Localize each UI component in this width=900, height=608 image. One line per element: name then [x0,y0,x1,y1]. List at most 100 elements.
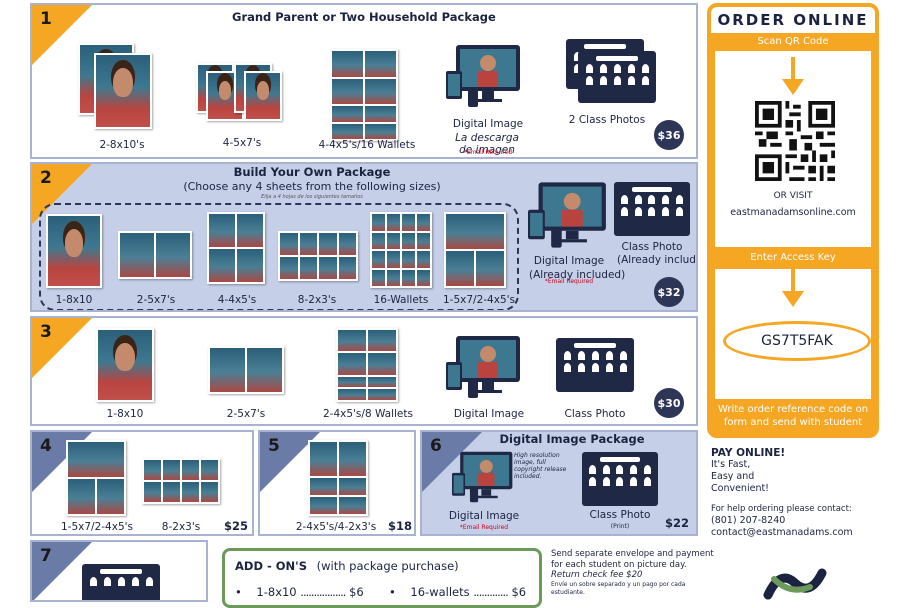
payment-note-line: Send separate envelope and payment [551,549,714,559]
access-key-section: GS7T5FAK [715,269,871,399]
price-badge: $30 [654,388,684,418]
package-5: 5 2-4x5's/4-2x3's $18 [258,430,416,536]
package-number: 5 [268,436,280,456]
item-label: 8-2x3's [297,294,337,306]
pay-online-title: PAY ONLINE! [711,447,786,459]
class-photo-label: Class Photo [621,241,683,253]
or-visit-label: OR VISIT [773,191,813,201]
order-footer-note: Write order reference code on form and s… [717,404,869,428]
addon-price: $6 [511,585,527,599]
order-online-title: ORDER ONLINE [711,7,875,33]
package-number: 1 [40,9,52,29]
payment-note-spanish: Envíe un sobre separado y un pago por ca… [551,580,686,588]
digital-image-note: (Already included) [529,269,626,281]
help-label: For help ordering please contact: [711,504,852,514]
photo-wallet-sheet [336,328,398,402]
item-label: 2 Class Photos [568,114,646,126]
photo-wallets-sheet [370,212,432,288]
package-title: Digital Image Package [499,432,645,446]
photo-combo-sheet [444,212,506,288]
price-label: $18 [388,519,413,533]
photo-5x7-d [244,71,282,121]
addons-title: ADD - ON'S [235,559,307,573]
digital-package-note: High resolution image, full copyright re… [514,452,567,480]
package-subtitle: (Choose any 4 sheets from the following … [183,180,441,193]
help-phone[interactable]: (801) 207-8240 [711,515,786,526]
photo-combo-sheet [66,440,126,516]
class-photo-icon [614,182,690,236]
arrow-down-icon [782,269,804,307]
order-url-link[interactable]: eastmanadamsonline.com [730,207,856,218]
company-logo-icon [763,568,827,600]
package-number: 6 [430,436,442,456]
pay-online-section: PAY ONLINE! It's Fast, Easy and Convenie… [711,447,853,539]
access-key-value[interactable]: GS7T5FAK [723,321,871,361]
digital-image-icon [446,336,520,398]
photo-4x5-sheet [207,212,265,284]
photo-2x3-sheet [278,231,358,281]
package-title: Grand Parent or Two Household Package [232,10,496,24]
size-options-group [39,203,519,310]
package-number: 4 [40,436,52,456]
class-photo-label: Class Photo [589,509,651,521]
package-2: 2 Build Your Own Package (Choose any 4 s… [30,162,698,312]
email-required-note: *Email Required [459,524,509,531]
qr-code[interactable] [755,101,835,181]
email-required-note: *Email Required [544,278,594,285]
return-check-fee: Return check fee $20 [551,570,643,580]
digital-image-icon [446,45,520,107]
photo-wallet-sheet [330,49,398,141]
item-label: 1-8x10 [55,294,93,306]
price-label: $25 [224,519,249,533]
payment-note-spanish: estudiante. [551,588,585,596]
package-6: 6 Digital Image Package High resolution … [420,430,698,536]
item-label: 2-4x5's/4-2x3's [295,521,377,533]
package-title: Build Your Own Package [233,165,391,179]
email-required-note: *Email Required [463,149,513,156]
package-3: 3 1-8x10 2-5x7's 2-4x5's/8 Wallets Digit… [30,316,698,426]
item-label: 2-5x7's [226,408,266,420]
package-number-badge: 1 [32,5,92,65]
package-4: 4 1-5x7/2-4x5's 8-2x3's $25 [30,430,254,536]
digital-image-icon [452,451,513,503]
help-email[interactable]: contact@eastmanadams.com [711,527,853,538]
item-label: 16-Wallets [373,294,429,306]
photo-combo-sheet [308,440,368,516]
class-photo-icon [82,564,160,600]
package-number-badge: 3 [32,318,92,378]
photo-2x3-sheet [142,458,220,504]
access-key-label: Enter Access Key [750,252,836,263]
digital-image-label: Digital Image [448,510,520,522]
package-7: 7 [30,540,208,602]
class-photo-label: Class Photo [564,408,626,420]
arrow-down-icon [782,57,804,95]
class-photo-icon [556,338,634,392]
addons-subtitle: (with package purchase) [316,559,459,573]
pay-line: Convenient! [711,483,769,494]
photo-8x10 [46,214,102,288]
pay-line: It's Fast, [711,459,751,470]
scan-qr-label: Scan QR Code [757,36,829,47]
price-badge: $32 [654,277,684,307]
price-badge: $36 [654,120,684,150]
digital-image-label: Digital Image [453,408,525,420]
item-label: 8-2x3's [161,521,201,533]
payment-note: Send separate envelope and payment for e… [551,549,714,597]
class-photo-note: (Already included) [617,254,696,266]
digital-image-icon [528,182,606,248]
payment-note-line: for each student on picture day. [551,559,687,570]
spanish-note: Elija a 4 hojas de los siguientes tamaño… [261,194,363,200]
item-label: 4-4x5's/16 Wallets [318,139,416,151]
item-label: 2-4x5's/8 Wallets [323,408,413,420]
item-label: 4-4x5's [217,294,257,306]
package-number: 2 [40,168,52,188]
class-photo-icon [578,51,656,103]
item-label: 1-5x7/2-4x5's [61,521,133,533]
package-number: 7 [40,546,52,566]
item-label: 1-8x10 [106,408,144,420]
qr-section: OR VISIT eastmanadamsonline.com [715,51,871,247]
photo-8x10-front [94,53,152,129]
digital-image-label: Digital Image [452,118,524,130]
digital-image-note: La descarga de imagen digital [455,132,519,157]
item-label: 1-5x7/2-4x5's [443,294,515,306]
